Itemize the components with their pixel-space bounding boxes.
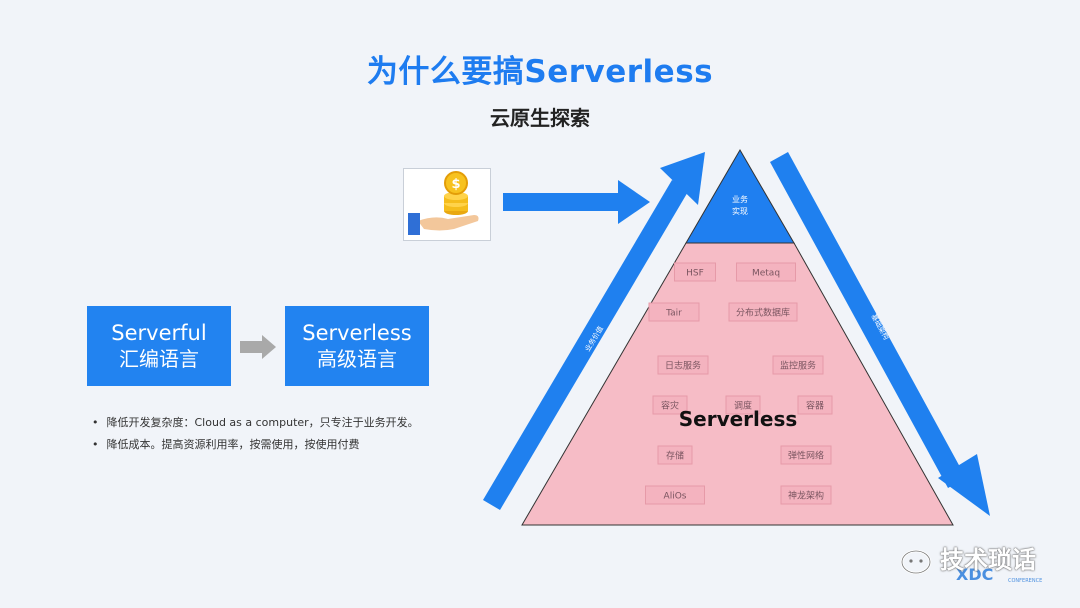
serverful-label: Serverful	[111, 321, 207, 345]
apex-label-line2: 实现	[732, 206, 748, 216]
pyramid-item-box	[728, 302, 798, 322]
pyramid-item: 调度	[725, 395, 761, 415]
watermark-brand: XDC	[956, 565, 993, 584]
pyramid-item: 容器	[797, 395, 833, 415]
pyramid-item-box	[780, 485, 832, 505]
pyramid-item-box	[725, 395, 761, 415]
pyramid-body	[521, 242, 954, 526]
blue-right-arrow-icon	[503, 180, 650, 224]
pyramid-item-box	[645, 485, 705, 505]
pyramid-item-box	[772, 355, 824, 375]
pyramid-item-box	[657, 355, 709, 375]
serverless-sublabel: 高级语言	[317, 347, 397, 371]
pyramid-item: 弹性网络	[780, 445, 832, 465]
pyramid-item-label: 存储	[666, 450, 684, 462]
serverful-sublabel: 汇编语言	[119, 347, 199, 371]
pyramid-item: 监控服务	[772, 355, 824, 375]
wechat-watermark-icon: XDC CONFERENCE	[900, 549, 1042, 584]
pyramid-item-label: 日志服务	[665, 360, 701, 372]
right-down-arrow-icon	[770, 152, 990, 516]
left-up-arrow-icon	[483, 152, 705, 510]
pyramid-item: Tair	[648, 302, 700, 322]
slide-title: 为什么要搞Serverless	[366, 54, 714, 90]
pyramid-item: 存储	[657, 445, 693, 465]
gray-arrow-icon	[240, 335, 276, 359]
pyramid-item-box	[736, 262, 796, 282]
pyramid-apex	[685, 149, 795, 244]
pyramid-item-label: Metaq	[752, 269, 780, 279]
pyramid-item-box	[674, 262, 716, 282]
bullet-item: 降低成本。提高资源利用率，按需使用，按使用付费	[92, 434, 419, 456]
pyramid-item: AliOs	[645, 485, 705, 505]
pyramid-item-label: AliOs	[664, 492, 687, 502]
pyramid-item-label: 容灾	[661, 400, 679, 412]
pyramid-item-box	[648, 302, 700, 322]
pyramid-item-label: 调度	[734, 400, 752, 412]
pyramid-item-label: HSF	[686, 269, 704, 279]
pyramid-item: 容灾	[652, 395, 688, 415]
pyramid-item: 分布式数据库	[728, 302, 798, 322]
pyramid-item-label: 弹性网络	[788, 450, 824, 462]
pyramid-item-label: Tair	[665, 309, 682, 319]
watermark-brand-sub: CONFERENCE	[1008, 578, 1042, 584]
bullet-item: 降低开发复杂度：Cloud as a computer，只专注于业务开发。	[92, 412, 419, 434]
pyramid-item: HSF	[674, 262, 716, 282]
pyramid-center-label: Serverless	[679, 407, 798, 431]
pyramid-item: 日志服务	[657, 355, 709, 375]
pyramid-item-box	[780, 445, 832, 465]
pyramid-item-label: 监控服务	[780, 360, 816, 372]
pyramid-item-label: 容器	[806, 400, 824, 412]
pyramid-item-box	[657, 445, 693, 465]
pyramid-item-box	[797, 395, 833, 415]
pyramid-item-label: 神龙架构	[788, 490, 824, 502]
apex-label-line1: 业务	[732, 194, 748, 204]
slide-subtitle: 云原生探索	[490, 106, 590, 130]
serverless-label: Serverless	[302, 321, 412, 345]
pyramid-item-label: 分布式数据库	[736, 307, 790, 319]
serverful-box: Serverful 汇编语言	[87, 306, 231, 386]
coin-hand-icon: $	[403, 168, 491, 241]
bullet-list: 降低开发复杂度：Cloud as a computer，只专注于业务开发。 降低…	[92, 412, 419, 456]
svg-text:$: $	[451, 177, 460, 192]
serverless-box: Serverless 高级语言	[285, 306, 429, 386]
pyramid-item-box	[652, 395, 688, 415]
pyramid-item: 神龙架构	[780, 485, 832, 505]
pyramid-item: Metaq	[736, 262, 796, 282]
watermark-text: 技术琐话	[940, 546, 1036, 574]
